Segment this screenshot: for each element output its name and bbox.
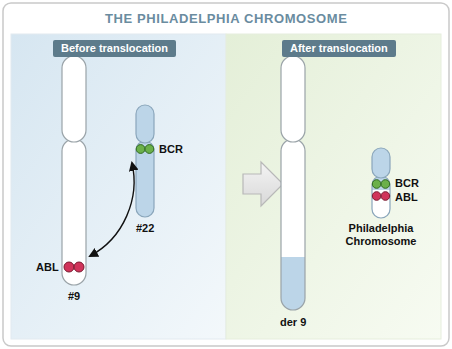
chromosome-number: #22 [136,222,154,235]
gene-label: ABL [36,261,59,274]
gene-label: ABL [395,191,418,204]
gene-label: BCR [159,143,183,156]
gene-label: BCR [395,177,419,190]
chromosome-number: #9 [68,290,80,303]
panel-header: Before translocation [53,40,176,57]
header-text: After translocation [290,42,388,55]
chromosome-number: der 9 [280,316,306,329]
diagram-title: THE PHILADELPHIA CHROMOSOME [105,12,348,27]
header-text: Before translocation [61,42,168,55]
panel-header: After translocation [282,40,396,57]
chromosome-name: Philadelphia Chromosome [341,222,421,247]
